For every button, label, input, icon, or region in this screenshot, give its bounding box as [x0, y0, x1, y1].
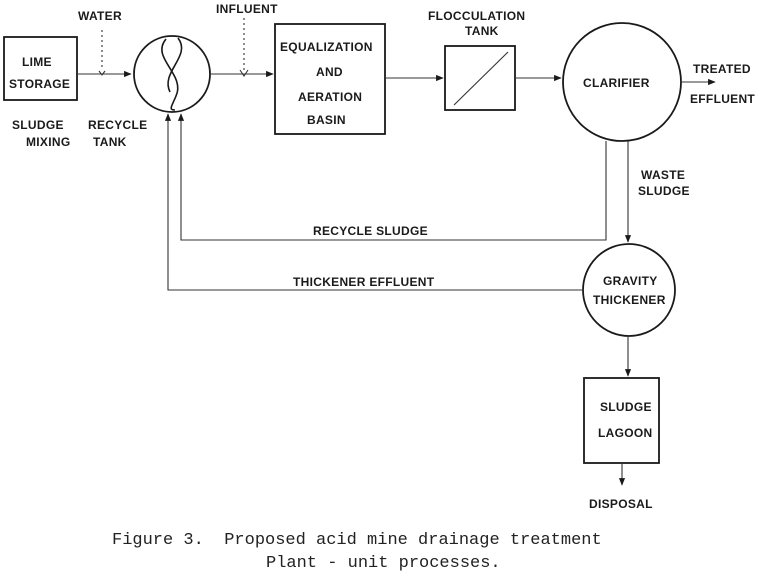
equalization-label-2: AND — [316, 65, 343, 79]
recycle-tank-label-2: TANK — [93, 135, 127, 149]
mixer-curve-2 — [167, 37, 183, 93]
waste-sludge-label-1: WASTE — [641, 168, 685, 182]
recycle-sludge-label: RECYCLE SLUDGE — [313, 224, 428, 238]
waste-sludge-label-2: SLUDGE — [638, 184, 690, 198]
equalization-label-3: AERATION — [298, 90, 362, 104]
recycle-tank-label-1: RECYCLE — [88, 118, 147, 132]
caption-line-2: Plant - unit processes. — [266, 554, 501, 573]
treated-label-1: TREATED — [693, 62, 751, 76]
recycle-sludge-line — [177, 113, 607, 241]
disposal-label: DISPOSAL — [589, 497, 653, 511]
lime-storage-box — [3, 36, 78, 101]
sludge-mixing-tank — [133, 35, 211, 113]
equalization-label-4: BASIN — [307, 113, 346, 127]
sludge-mixing-label-1: SLUDGE — [12, 118, 64, 132]
lagoon-label-2: LAGOON — [598, 426, 652, 440]
sludge-lagoon-box — [583, 377, 660, 464]
lime-label-2: STORAGE — [9, 77, 70, 91]
water-tick — [98, 70, 106, 76]
equalization-basin-box — [274, 23, 386, 135]
flocculation-label-1: FLOCCULATION — [428, 9, 525, 23]
influent-label: INFLUENT — [216, 2, 278, 16]
lagoon-label-1: SLUDGE — [600, 400, 652, 414]
gravity-thickener-circle — [582, 243, 676, 337]
clarifier-label: CLARIFIER — [583, 76, 650, 90]
thickener-effluent-line — [164, 113, 583, 291]
water-label: WATER — [78, 9, 122, 23]
influent-tick — [239, 69, 249, 77]
flocculation-label-2: TANK — [465, 24, 499, 38]
gravity-label-1: GRAVITY — [603, 274, 658, 288]
treated-label-2: EFFLUENT — [690, 92, 755, 106]
mixer-s-curve — [161, 38, 179, 111]
equalization-label-1: EQUALIZATION — [280, 40, 373, 54]
gravity-label-2: THICKENER — [593, 293, 666, 307]
lime-label-1: LIME — [22, 55, 52, 69]
flocculation-diagonal — [453, 51, 509, 106]
sludge-mixing-label-2: MIXING — [26, 135, 70, 149]
caption-line-1: Figure 3. Proposed acid mine drainage tr… — [112, 531, 602, 550]
thickener-effluent-label: THICKENER EFFLUENT — [293, 275, 435, 289]
